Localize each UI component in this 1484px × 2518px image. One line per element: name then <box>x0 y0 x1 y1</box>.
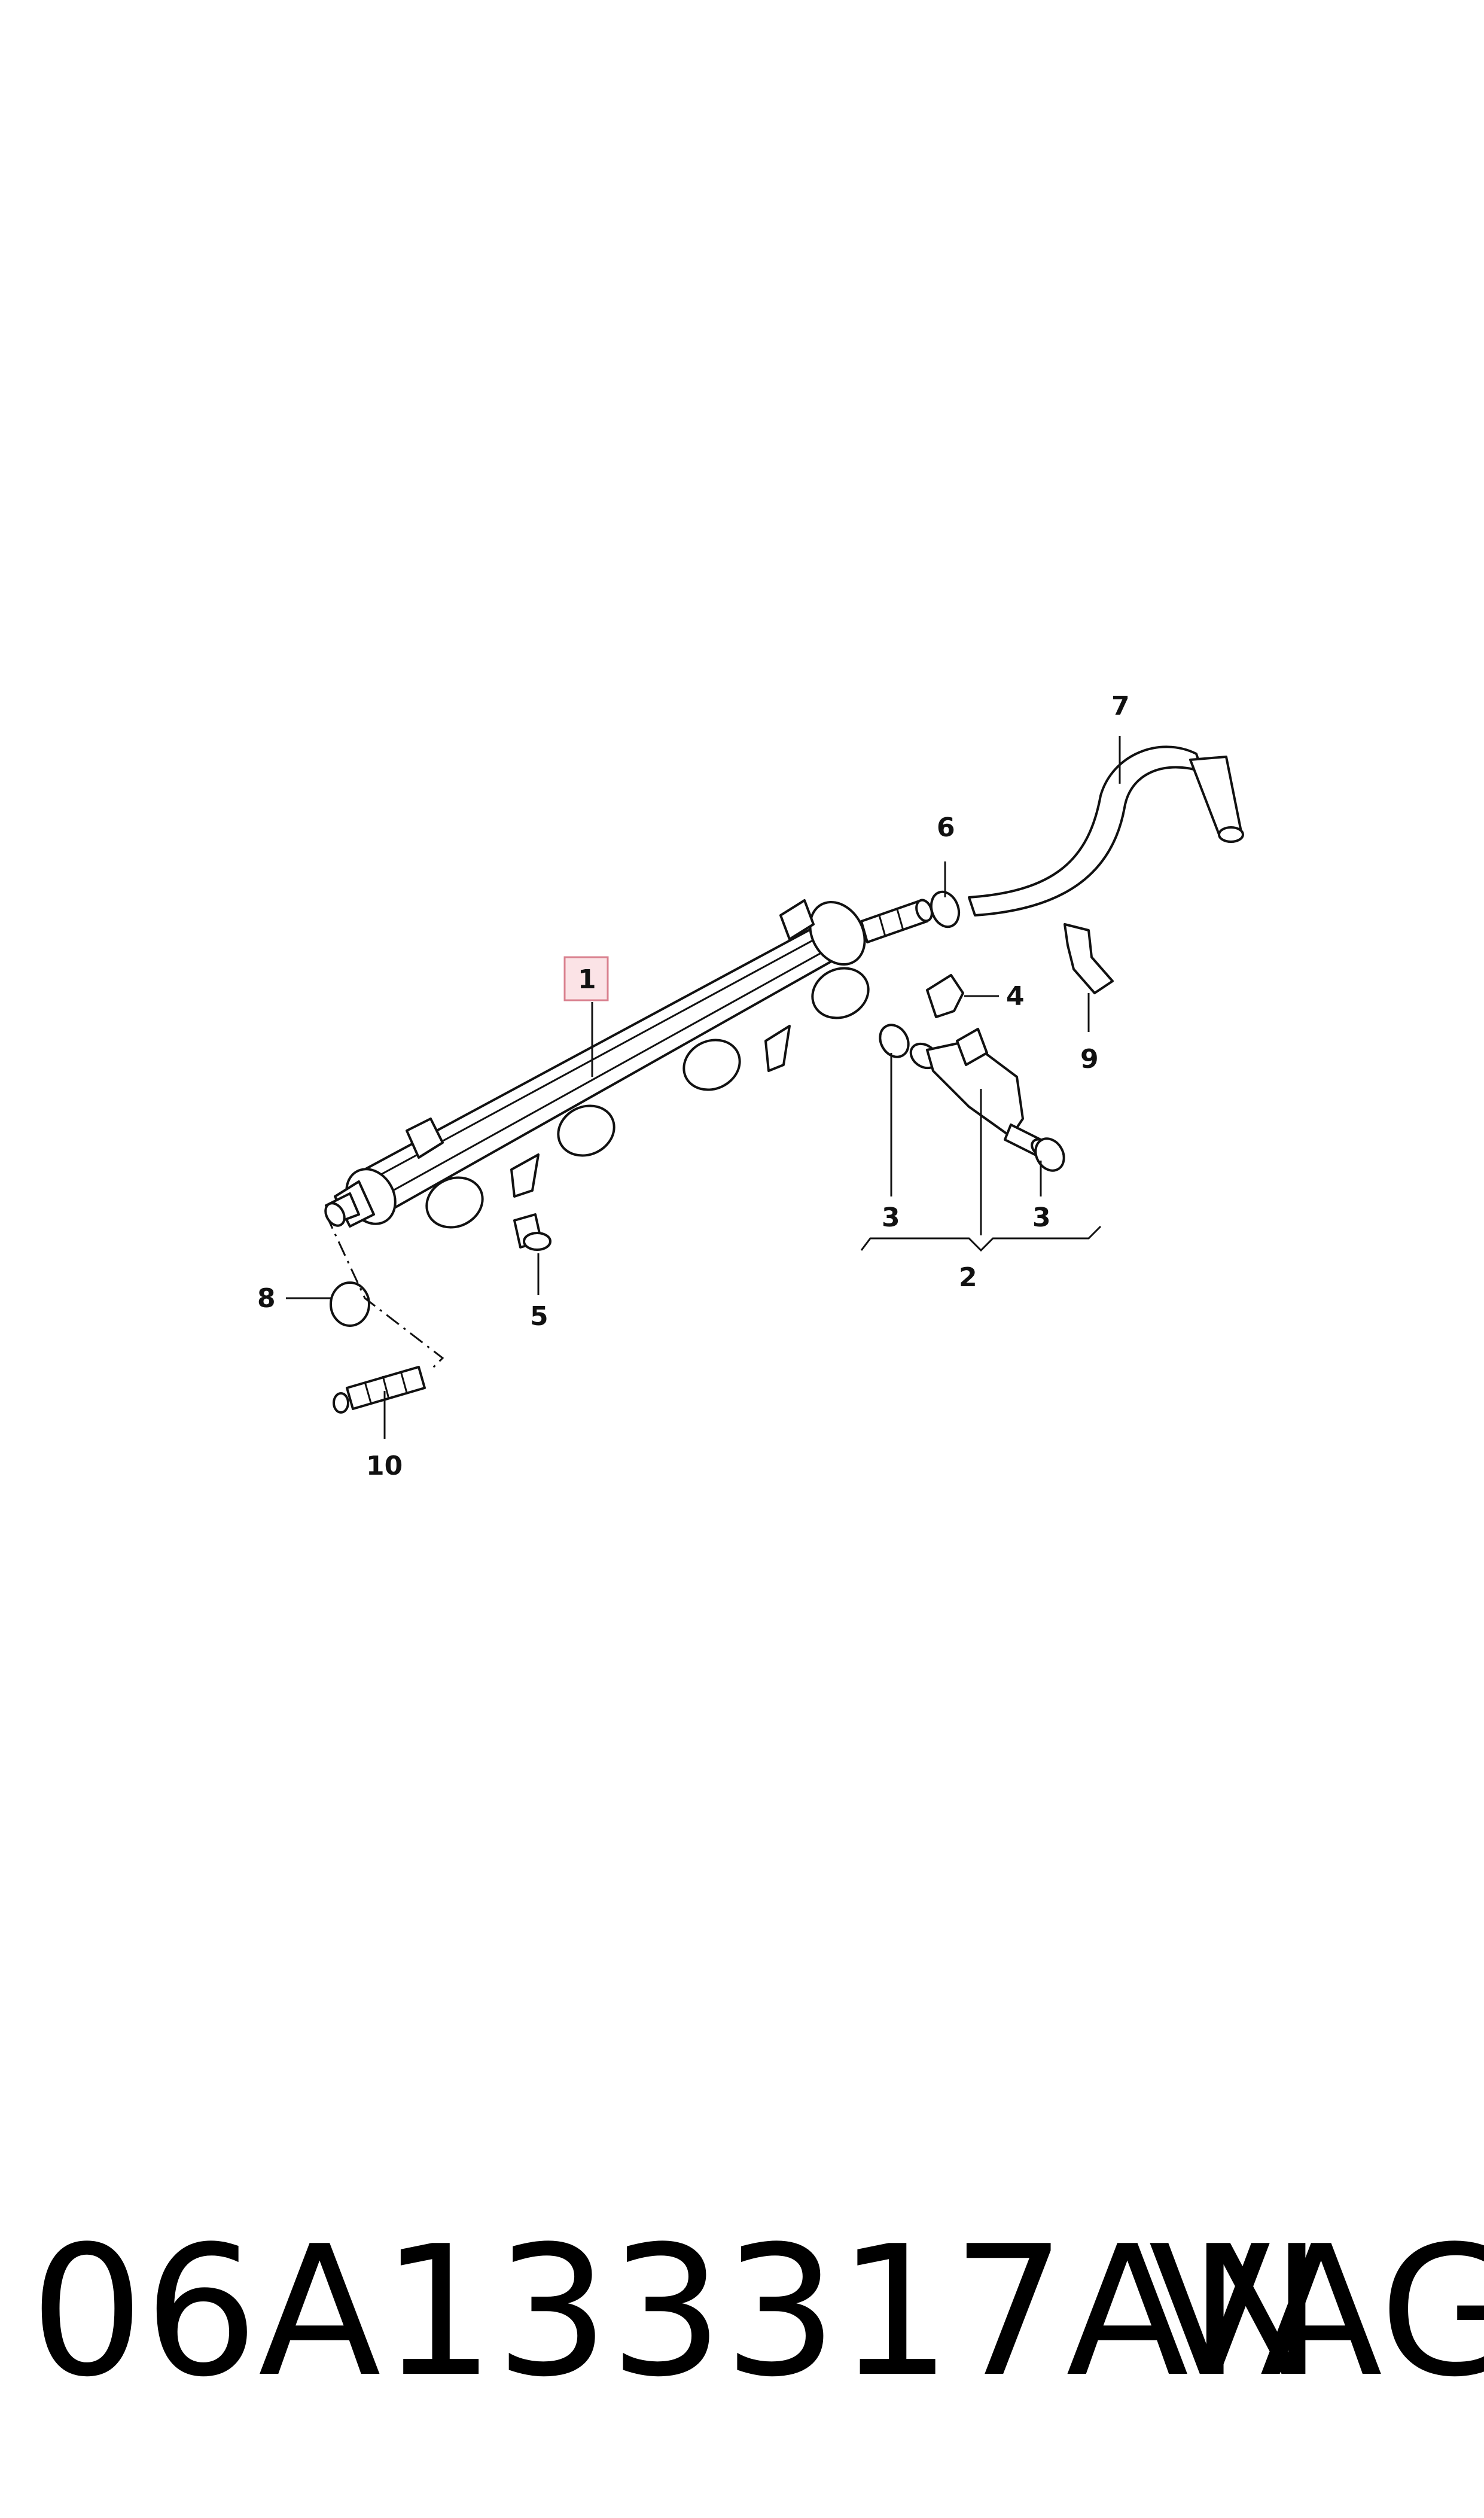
callout-3-left: 3 <box>882 1202 900 1233</box>
callout-10: 10 <box>366 1451 403 1481</box>
footer-caption: 06A133317AN VAG <box>0 2213 1484 2411</box>
callout-4: 4 <box>1006 981 1025 1012</box>
o-ring-upper <box>879 1024 910 1058</box>
fuel-rail-exploded-diagram: 1 2 3 3 4 5 6 7 8 9 10 <box>257 691 1244 1481</box>
assembly-line <box>325 1214 444 1371</box>
brand-name: VAG <box>1148 2208 1484 2416</box>
callout-9: 9 <box>1080 1044 1099 1074</box>
retaining-clip-part <box>926 974 964 1018</box>
fuel-rail-part <box>324 899 933 1229</box>
hose-bracket-part <box>1064 923 1114 994</box>
bolt-part <box>513 1213 551 1251</box>
callout-1-highlight <box>563 956 609 1001</box>
fuel-injector-part <box>909 1028 1051 1157</box>
hose-clamp-part <box>930 890 961 928</box>
fuel-hose-part <box>968 745 1244 917</box>
leader-lines <box>286 736 1121 1439</box>
callout-7: 7 <box>1111 691 1130 721</box>
cap-part <box>330 1281 370 1327</box>
callout-8: 8 <box>257 1283 276 1314</box>
callout-1: 1 <box>578 964 596 995</box>
schrader-valve-part <box>333 1366 426 1414</box>
o-ring-lower <box>1034 1137 1065 1172</box>
callout-5: 5 <box>530 1301 548 1332</box>
callout-6: 6 <box>937 812 955 843</box>
callout-2: 2 <box>959 1262 977 1293</box>
part-number: 06A133317AN <box>30 2208 1323 2416</box>
callout-3-right: 3 <box>1032 1202 1051 1233</box>
